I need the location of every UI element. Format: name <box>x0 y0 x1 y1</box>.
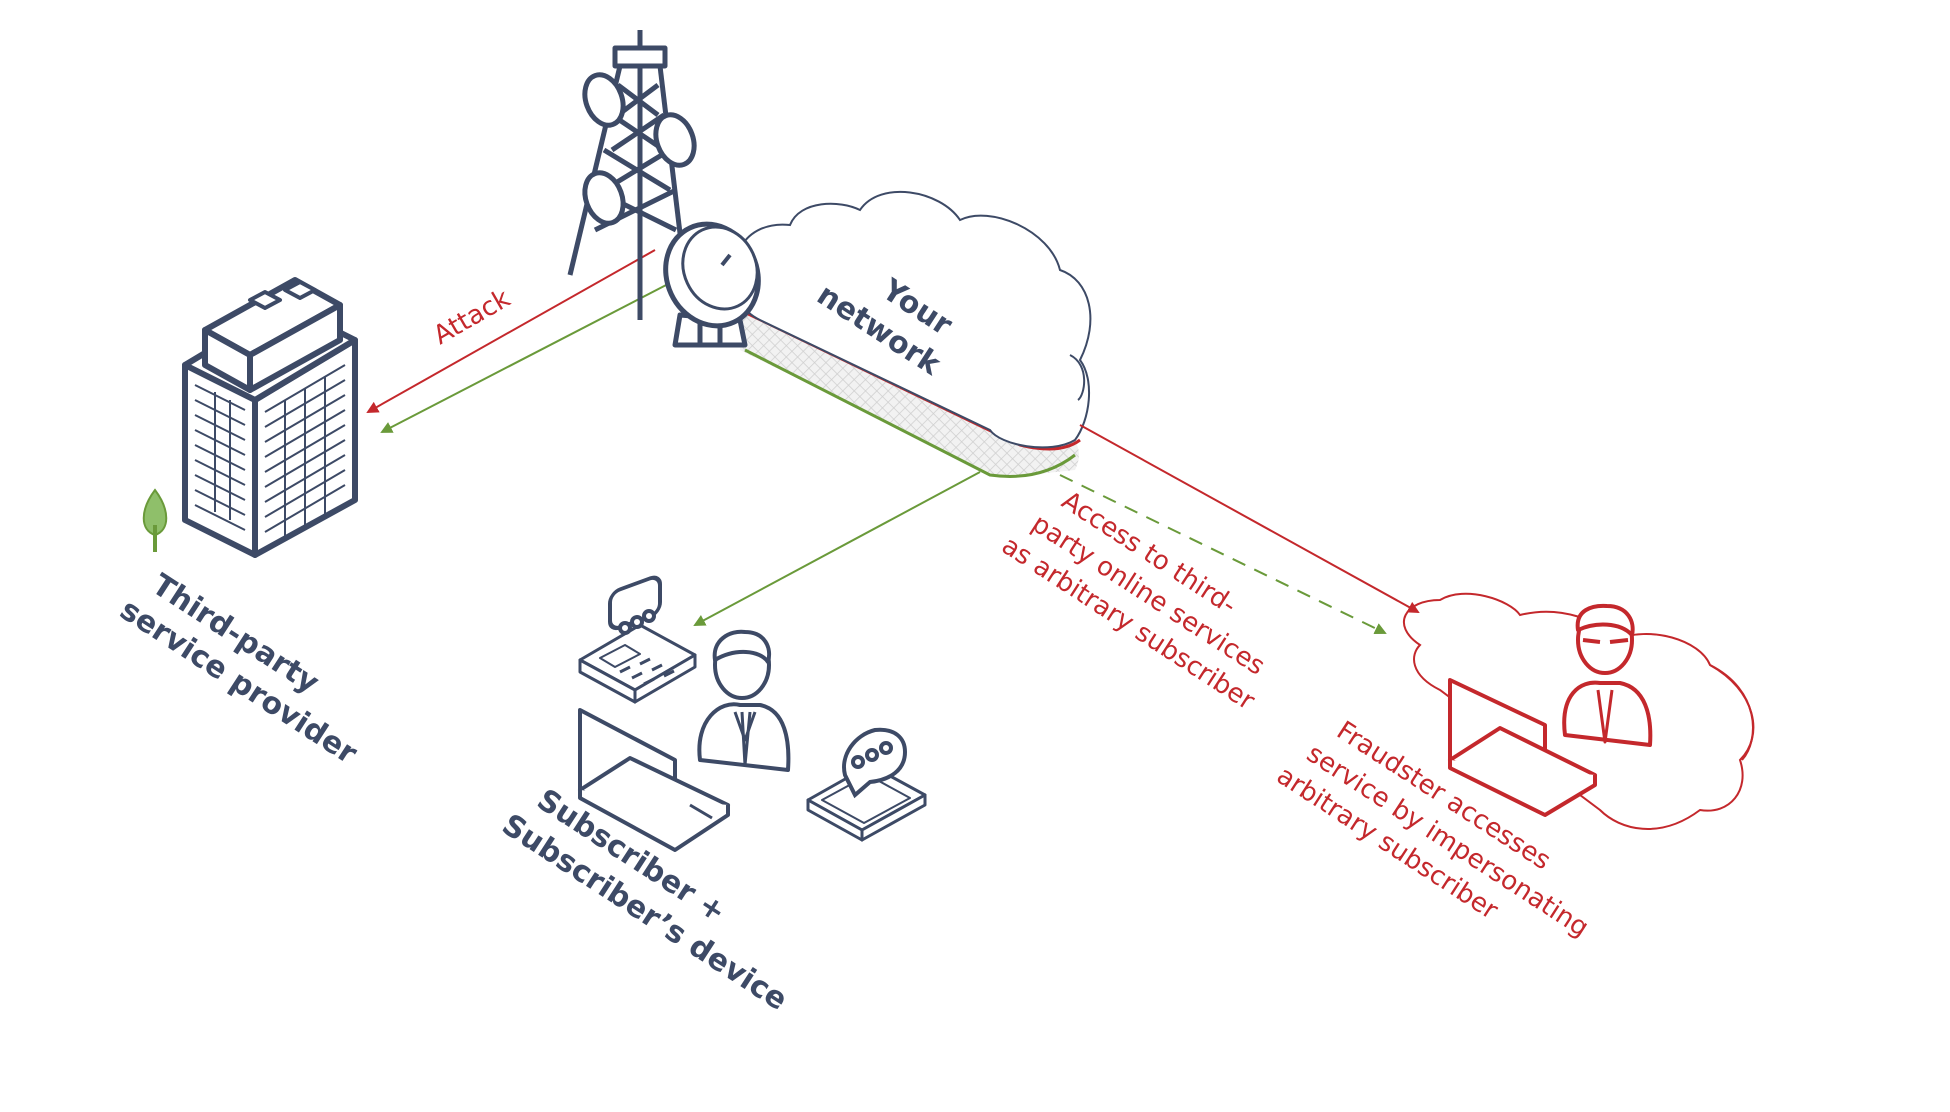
fraudster-laptop-icon <box>1448 678 1597 817</box>
phone-icon <box>578 623 697 704</box>
office-building-icon <box>182 277 358 558</box>
network-cloud <box>734 190 1092 478</box>
fraudster-red-arrow <box>1079 424 1420 613</box>
person-icon <box>697 629 791 772</box>
satellite-dish-icon <box>663 221 761 348</box>
subscriber-label-line2: Subscriber’s device <box>496 807 794 1017</box>
subscriber-green-arrow <box>693 471 981 626</box>
building-windows <box>194 364 346 540</box>
tree-icon <box>142 488 168 552</box>
fraudster-cloud <box>1402 592 1755 830</box>
attack-label: Attack <box>429 284 516 351</box>
tablet-chat-bubble-icon <box>842 727 908 799</box>
fraudster-icon <box>1562 603 1653 747</box>
tablet-icon <box>806 763 927 842</box>
attack-arrow <box>366 249 656 413</box>
chat-bubble-icon <box>608 575 662 635</box>
laptop-icon <box>578 708 730 852</box>
provider-green-arrow <box>380 282 671 433</box>
fraudster-green-dashed-arrow <box>1059 474 1387 635</box>
